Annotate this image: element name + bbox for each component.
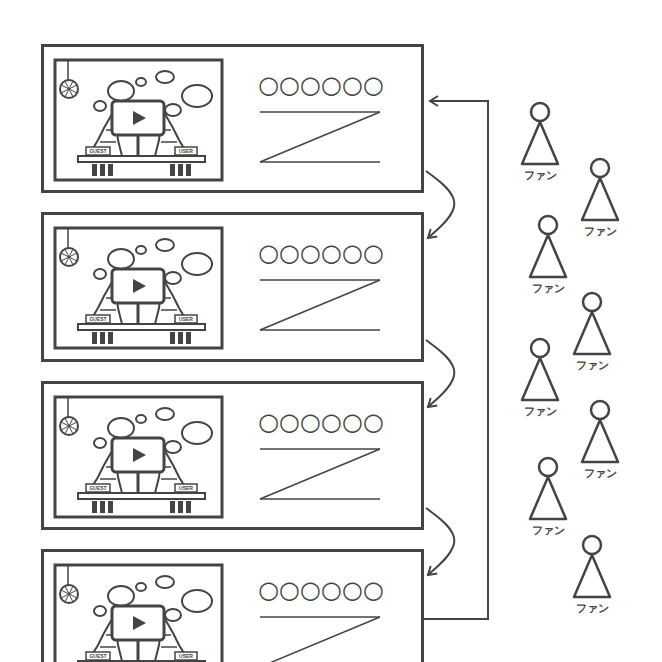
title-placeholder: ○○○○○○ [256, 578, 386, 602]
name-plate: USER [179, 149, 193, 154]
name-plate: GUEST [89, 486, 106, 491]
fan-figure [582, 159, 618, 220]
fan-label: ファン [524, 170, 557, 181]
fan-label: ファン [576, 360, 609, 371]
title-placeholder: ○○○○○○ [256, 73, 386, 97]
fan-figure [530, 458, 566, 519]
name-plate: USER [179, 317, 193, 322]
flow-arrow [424, 101, 488, 619]
fan-figure [522, 103, 558, 164]
video-card: ○○○○○○ [41, 381, 424, 530]
flow-arrow [426, 171, 454, 238]
title-placeholder: ○○○○○○ [256, 241, 386, 265]
name-plate: GUEST [89, 654, 106, 659]
fan-label: ファン [524, 406, 557, 417]
fan-label: ファン [584, 468, 617, 479]
video-card: ○○○○○○ [41, 549, 424, 662]
fan-label: ファン [584, 226, 617, 237]
name-plate: GUEST [89, 149, 106, 154]
fan-label: ファン [576, 603, 609, 614]
flow-arrow [426, 340, 454, 407]
title-placeholder: ○○○○○○ [256, 410, 386, 434]
fan-label: ファン [532, 283, 565, 294]
video-card: ○○○○○○ [41, 44, 424, 193]
name-plate: USER [179, 486, 193, 491]
fan-figure [522, 339, 558, 400]
name-plate: GUEST [89, 317, 106, 322]
fan-figure [574, 536, 610, 597]
name-plate: USER [179, 654, 193, 659]
fan-label: ファン [532, 525, 565, 536]
fan-figure [530, 216, 566, 277]
flow-arrow [426, 508, 454, 575]
fan-figure [574, 293, 610, 354]
video-card: ○○○○○○ [41, 212, 424, 362]
fan-figure [582, 401, 618, 462]
